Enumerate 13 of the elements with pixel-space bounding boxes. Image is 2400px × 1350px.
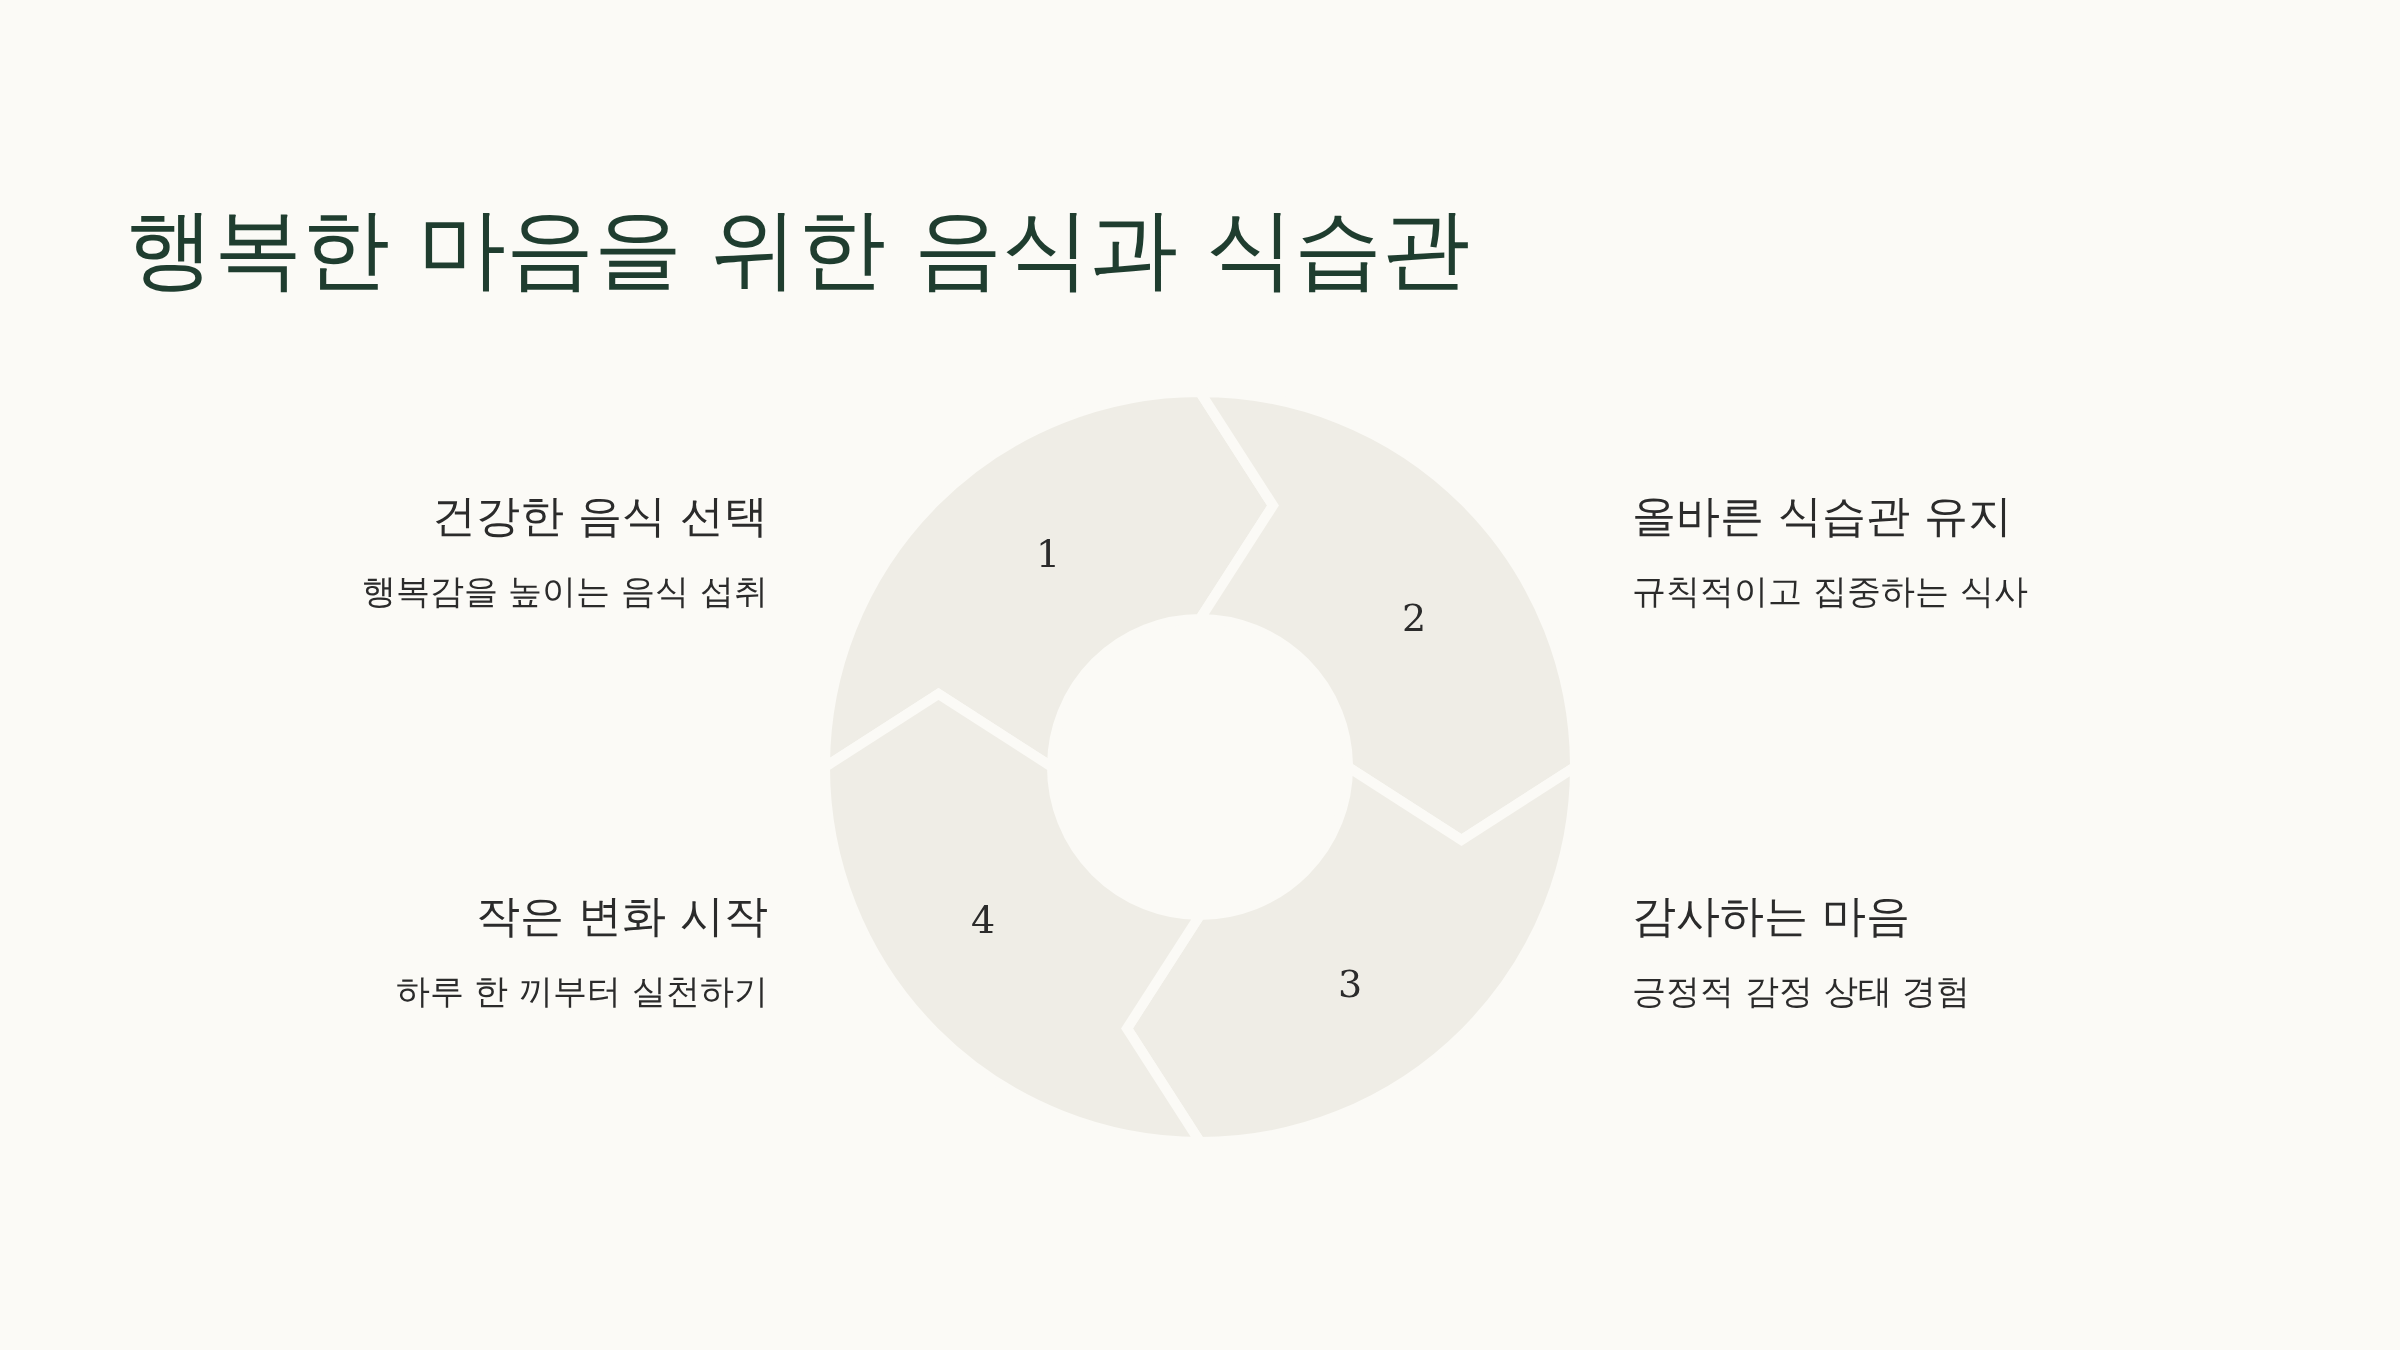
step-heading: 건강한 음식 선택 bbox=[432, 490, 768, 543]
step-heading: 작은 변화 시작 bbox=[476, 890, 768, 943]
step-heading: 감사하는 마음 bbox=[1632, 890, 1910, 943]
step-description: 긍정적 감정 상태 경험 bbox=[1632, 970, 1971, 1012]
step-description: 하루 한 끼부터 실천하기 bbox=[395, 970, 768, 1012]
step-number: 3 bbox=[1337, 962, 1363, 1006]
step-number: 1 bbox=[1035, 532, 1061, 576]
step-heading: 올바른 식습관 유지 bbox=[1632, 490, 2012, 543]
step-description: 행복감을 높이는 음식 섭취 bbox=[361, 570, 768, 612]
step-number: 4 bbox=[970, 898, 996, 942]
step-description: 규칙적이고 집중하는 식사 bbox=[1632, 570, 2028, 612]
step-number: 2 bbox=[1401, 596, 1427, 640]
title: 행복한 마음을 위한 음식과 식습관 bbox=[126, 196, 1470, 302]
